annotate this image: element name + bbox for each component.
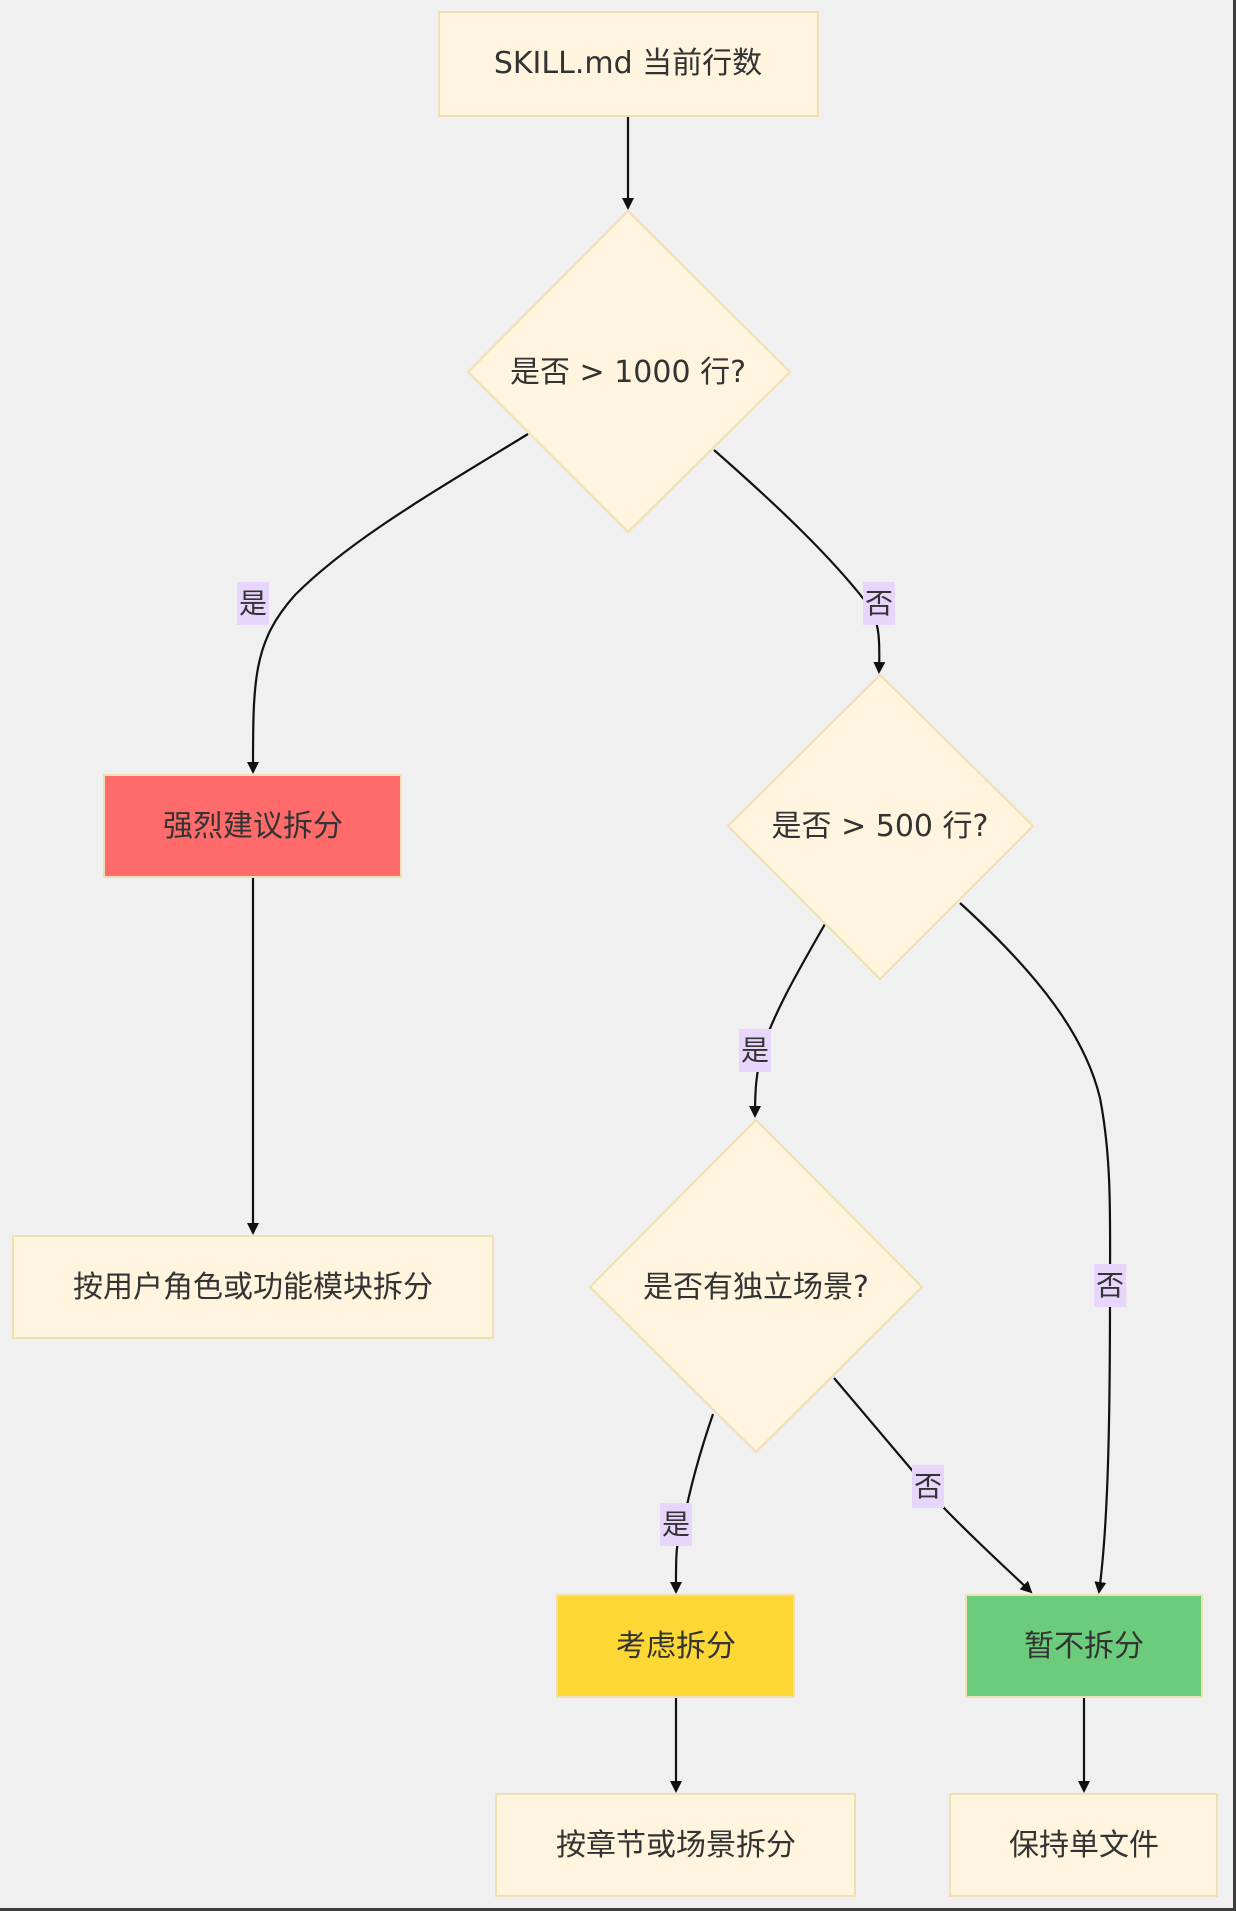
node-decision-over-1000: 是否 > 1000 行? (466, 209, 792, 534)
svg-text:强烈建议拆分: 强烈建议拆分 (163, 809, 343, 844)
svg-text:是: 是 (662, 1508, 690, 1541)
node-consider-split: 考虑拆分 (556, 1594, 795, 1698)
svg-text:考虑拆分: 考虑拆分 (616, 1629, 736, 1664)
svg-text:保持单文件: 保持单文件 (1009, 1828, 1159, 1863)
edge-label-q1000-yes: 是 (237, 582, 269, 625)
svg-text:否: 否 (914, 1470, 942, 1503)
svg-text:按章节或场景拆分: 按章节或场景拆分 (556, 1828, 796, 1863)
svg-text:否: 否 (865, 587, 893, 620)
edge-q500-yes (749, 923, 826, 1118)
node-split-by-chapter: 按章节或场景拆分 (495, 1793, 856, 1897)
edge-q1000-no (713, 449, 886, 674)
svg-text:是否 > 1000 行?: 是否 > 1000 行? (510, 355, 746, 390)
node-no-split: 暂不拆分 (965, 1594, 1203, 1698)
window-border-right (1233, 0, 1236, 1911)
svg-text:SKILL.md 当前行数: SKILL.md 当前行数 (494, 46, 762, 81)
node-keep-single-file: 保持单文件 (949, 1793, 1218, 1897)
svg-text:暂不拆分: 暂不拆分 (1024, 1629, 1144, 1664)
node-decision-independent-scene: 是否有独立场景? (588, 1118, 924, 1454)
edge-q500-no (959, 902, 1112, 1594)
svg-text:否: 否 (1096, 1269, 1124, 1302)
edge-label-q500-yes: 是 (739, 1029, 771, 1072)
svg-text:按用户角色或功能模块拆分: 按用户角色或功能模块拆分 (73, 1270, 433, 1305)
node-decision-over-500: 是否 > 500 行? (726, 673, 1035, 981)
svg-text:是: 是 (239, 587, 267, 620)
node-start: SKILL.md 当前行数 (438, 11, 819, 117)
svg-text:是否有独立场景?: 是否有独立场景? (643, 1270, 869, 1305)
node-split-by-role: 按用户角色或功能模块拆分 (12, 1235, 494, 1339)
edge-label-scene-no: 否 (912, 1465, 944, 1508)
svg-text:是: 是 (741, 1034, 769, 1067)
window-border-bottom (0, 1908, 1236, 1911)
edge-label-q500-no: 否 (1094, 1264, 1126, 1307)
svg-text:是否 > 500 行?: 是否 > 500 行? (772, 809, 989, 844)
edge-label-q1000-no: 否 (863, 582, 895, 625)
node-strong-split: 强烈建议拆分 (103, 774, 402, 878)
edge-label-scene-yes: 是 (660, 1503, 692, 1546)
edge-q1000-yes (247, 433, 529, 774)
